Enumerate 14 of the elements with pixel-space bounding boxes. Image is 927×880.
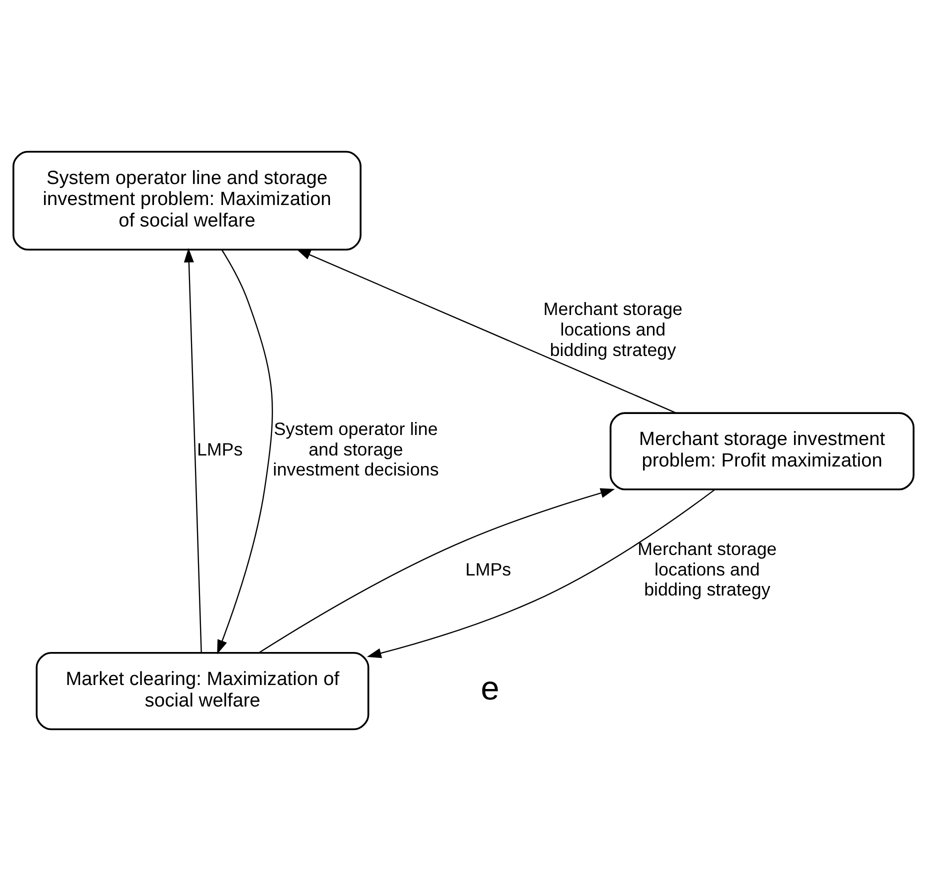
arrow: [217, 248, 273, 654]
edge-label: LMPs: [465, 558, 512, 579]
node-box: System operator line and storage investment problem: Maximization of social welfare: [12, 150, 362, 250]
edge-label: Merchant storage locations and bidding strategy: [543, 298, 682, 360]
node-box: Market clearing: Maximization of social welfare: [36, 651, 370, 730]
arrow: [184, 248, 202, 652]
arrow: [258, 488, 615, 653]
arrow: [366, 488, 716, 658]
edge-label: System operator line and storage investment decisions: [272, 418, 439, 480]
label: e: [480, 670, 500, 707]
node-box: Merchant storage investment problem: Profit maximization: [610, 412, 914, 490]
edge-label: Merchant storage locations and bidding strategy: [638, 538, 777, 600]
arrow: [296, 248, 677, 414]
edge-label: LMPs: [196, 438, 243, 459]
